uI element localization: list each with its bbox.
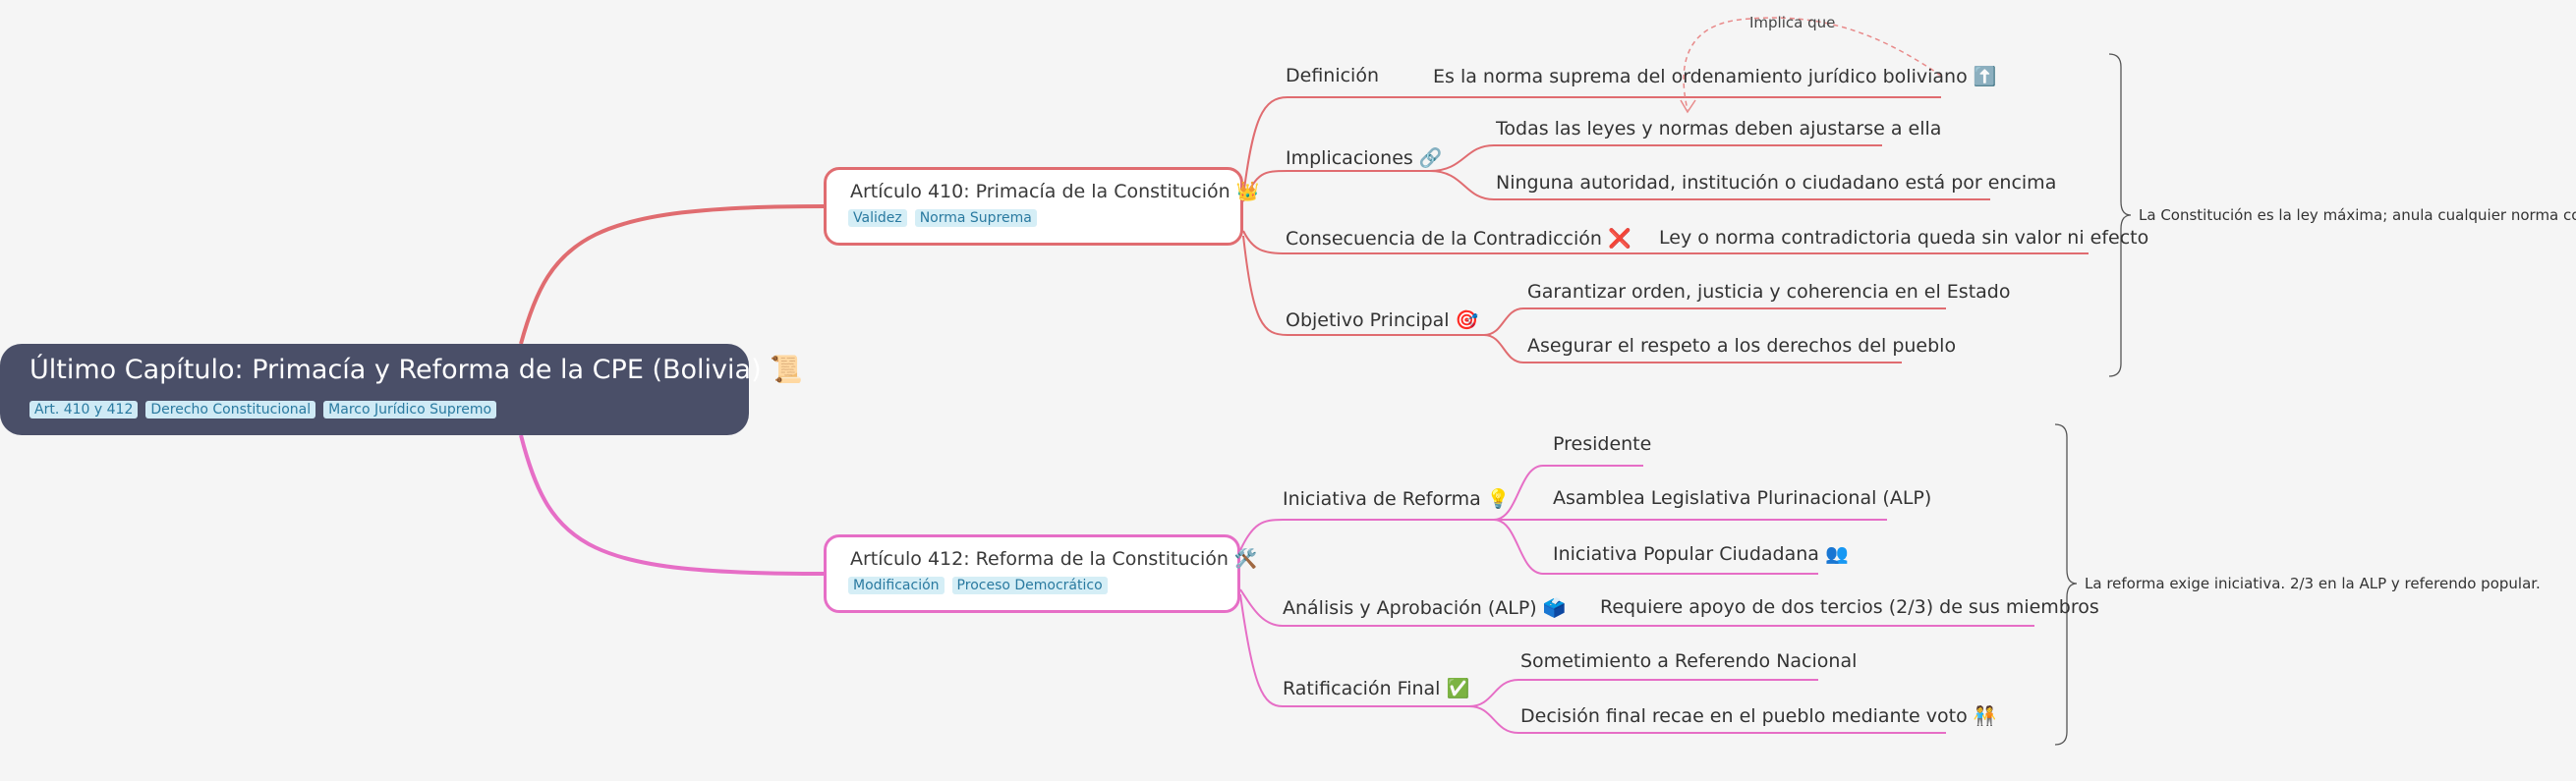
- leaf-ratificacion-0[interactable]: Sometimiento a Referendo Nacional: [1520, 650, 1858, 672]
- branch-ratificacion[interactable]: Ratificación Final ✅: [1283, 678, 1470, 699]
- relationship-arrowhead: [1680, 99, 1696, 114]
- leaf-iniciativa-0[interactable]: Presidente: [1553, 433, 1652, 455]
- art410-tags: Validez Norma Suprema: [848, 209, 1037, 227]
- leaf-implicaciones-1[interactable]: Ninguna autoridad, institución o ciudada…: [1496, 172, 2057, 194]
- relationship-label[interactable]: Implica que: [1749, 14, 1836, 31]
- summary-art410[interactable]: La Constitución es la ley máxima; anula …: [2139, 206, 2576, 224]
- branch-analisis[interactable]: Análisis y Aprobación (ALP) 🗳️: [1283, 597, 1567, 619]
- root-title: Último Capítulo: Primacía y Reforma de l…: [29, 355, 803, 385]
- root-tags: Art. 410 y 412 Derecho Constitucional Ma…: [29, 401, 497, 418]
- branch-objetivo[interactable]: Objetivo Principal 🎯: [1286, 309, 1479, 331]
- leaf-analisis-0[interactable]: Requiere apoyo de dos tercios (2/3) de s…: [1600, 596, 2099, 618]
- root-topic[interactable]: Último Capítulo: Primacía y Reforma de l…: [0, 344, 803, 435]
- art412-title: Artículo 412: Reforma de la Constitución…: [850, 548, 1258, 570]
- connector-root-art412: [519, 434, 825, 576]
- art412-tags: Modificación Proceso Democrático: [848, 577, 1108, 594]
- connector-root-art410: [519, 204, 825, 345]
- leaf-objetivo-0[interactable]: Garantizar orden, justicia y coherencia …: [1527, 281, 2011, 303]
- art410-topic[interactable]: Artículo 410: Primacía de la Constitució…: [824, 167, 1259, 246]
- art412-branch-lines: [1239, 465, 2034, 734]
- art410-title: Artículo 410: Primacía de la Constitució…: [850, 181, 1260, 202]
- art412-tag: Modificación: [848, 577, 945, 594]
- branch-implicaciones[interactable]: Implicaciones 🔗: [1286, 147, 1443, 169]
- root-tag: Derecho Constitucional: [145, 401, 316, 418]
- art412-topic[interactable]: Artículo 412: Reforma de la Constitución…: [824, 534, 1258, 613]
- branch-definicion[interactable]: Definición: [1286, 65, 1379, 86]
- leaf-ratificacion-1[interactable]: Decisión final recae en el pueblo median…: [1520, 705, 1997, 727]
- leaf-iniciativa-2[interactable]: Iniciativa Popular Ciudadana 👥: [1553, 543, 1849, 565]
- leaf-consecuencia-0[interactable]: Ley o norma contradictoria queda sin val…: [1659, 227, 2149, 249]
- art412-tag: Proceso Democrático: [951, 577, 1108, 594]
- art410-branch-lines: [1242, 96, 2089, 363]
- leaf-implicaciones-0[interactable]: Todas las leyes y normas deben ajustarse…: [1496, 118, 1942, 139]
- root-tag: Art. 410 y 412: [29, 401, 139, 418]
- leaf-definicion-0[interactable]: Es la norma suprema del ordenamiento jur…: [1433, 66, 1997, 87]
- art410-tag: Norma Suprema: [914, 209, 1037, 227]
- root-tag: Marco Jurídico Supremo: [323, 401, 497, 418]
- summary-art412[interactable]: La reforma exige iniciativa. 2/3 en la A…: [2085, 575, 2541, 592]
- leaf-objetivo-1[interactable]: Asegurar el respeto a los derechos del p…: [1527, 335, 1957, 357]
- summary-bracket-art410: [2108, 53, 2132, 377]
- branch-iniciativa[interactable]: Iniciativa de Reforma 💡: [1283, 488, 1511, 510]
- summary-bracket-art412: [2054, 423, 2078, 746]
- branch-consecuencia[interactable]: Consecuencia de la Contradicción ❌: [1286, 228, 1631, 250]
- art410-tag: Validez: [848, 209, 907, 227]
- leaf-iniciativa-1[interactable]: Asamblea Legislativa Plurinacional (ALP): [1553, 487, 1932, 509]
- relationship-arrow[interactable]: [1683, 17, 1942, 111]
